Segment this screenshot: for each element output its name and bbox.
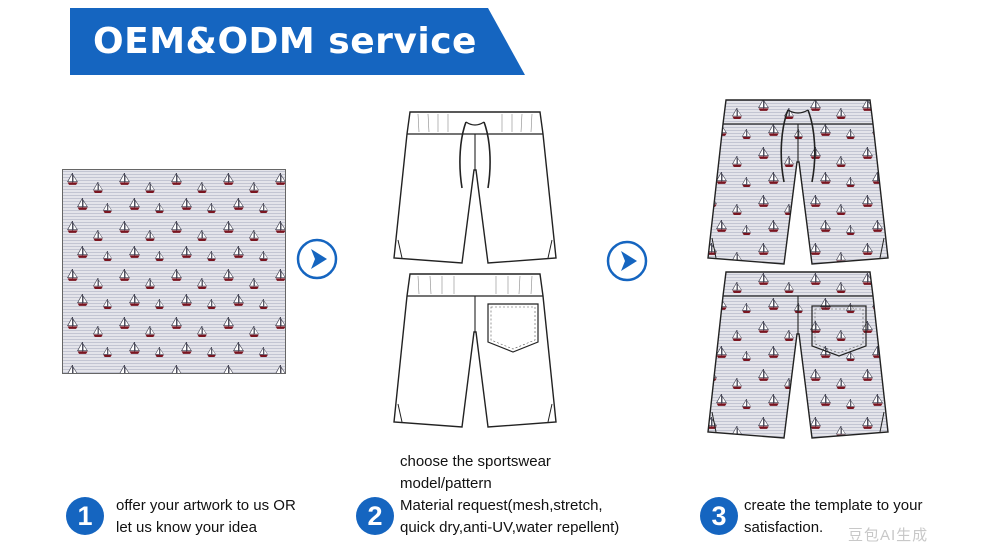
chevron-right-circle-icon bbox=[296, 238, 338, 280]
fabric-swatch bbox=[62, 169, 286, 374]
shorts-front-sketch bbox=[393, 111, 557, 264]
step-1-number: 1 bbox=[77, 501, 93, 531]
step-3-number: 3 bbox=[711, 501, 727, 531]
shorts-back-sketch bbox=[393, 273, 557, 428]
step-2-line-2: model/pattern bbox=[400, 475, 492, 492]
watermark: 豆包AI生成 bbox=[848, 527, 929, 544]
sailboat-pattern bbox=[63, 170, 285, 373]
step-2-line-1: choose the sportswear bbox=[400, 453, 551, 470]
step-3-badge: 3 bbox=[700, 497, 738, 535]
chevron-right-circle-icon bbox=[606, 240, 648, 282]
step-3-line-2: satisfaction. bbox=[744, 519, 824, 536]
step-2-circle bbox=[356, 497, 394, 535]
step-1-caption: offer your artwork to us OR let us know … bbox=[116, 495, 296, 539]
step-1-line-2: let us know your idea bbox=[116, 519, 257, 536]
step-2-line-4: quick dry,anti-UV,water repellent) bbox=[400, 519, 620, 536]
banner-title: OEM&ODM service bbox=[93, 21, 477, 62]
step-2-number: 2 bbox=[367, 501, 383, 531]
step-1-line-1: offer your artwork to us OR bbox=[116, 497, 296, 514]
patterned-shorts-front bbox=[707, 99, 889, 265]
step-3-caption: create the template to your satisfaction… bbox=[744, 495, 922, 539]
step-1-circle bbox=[66, 497, 104, 535]
patterned-shorts-back bbox=[707, 271, 889, 439]
step-3-circle bbox=[700, 497, 738, 535]
step-2-badge: 2 bbox=[356, 497, 394, 535]
title-banner: OEM&ODM service bbox=[70, 8, 525, 75]
step-1-badge: 1 bbox=[66, 497, 104, 535]
step-2-line-3: Material request(mesh,stretch, bbox=[400, 497, 603, 514]
step-3-line-1: create the template to your bbox=[744, 497, 923, 514]
step-2-caption: choose the sportswear model/pattern Mate… bbox=[400, 451, 619, 539]
banner-background bbox=[70, 8, 525, 75]
